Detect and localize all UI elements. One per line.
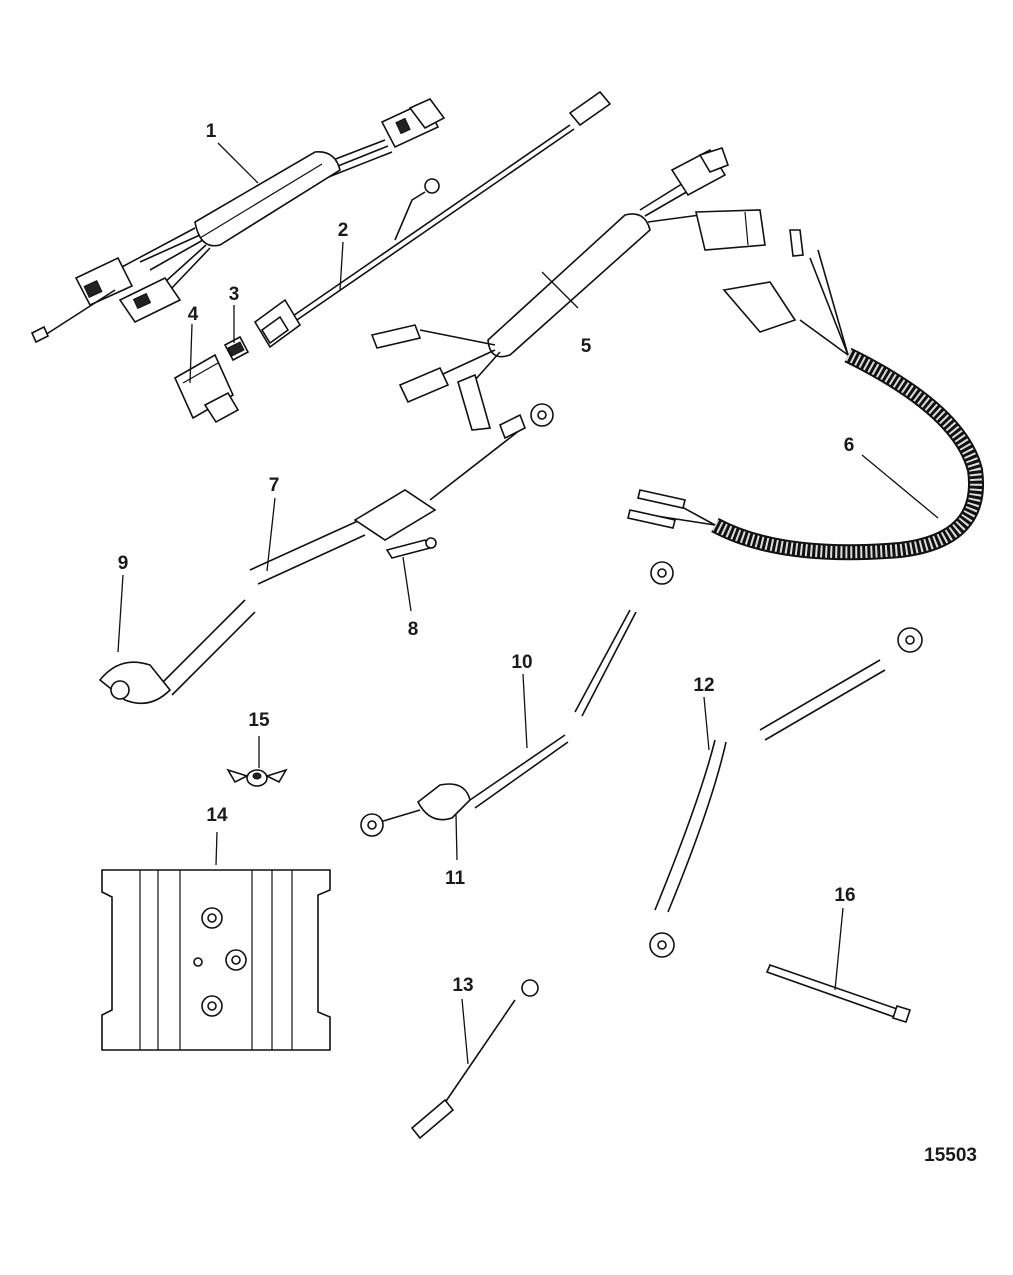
part-13-lead	[410, 979, 539, 1140]
part-1-harness	[30, 98, 446, 344]
callout-2: 2	[338, 220, 349, 241]
drawing-number: 15503	[924, 1145, 977, 1166]
callout-6: 6	[844, 435, 855, 456]
part-6-conduit-harness	[627, 229, 985, 561]
callout-15: 15	[248, 710, 270, 731]
part-14-rectifier	[101, 869, 331, 1051]
callout-12: 12	[693, 675, 714, 696]
part-16-cable-tie	[765, 964, 912, 1023]
callout-13: 13	[452, 975, 473, 996]
callout-8: 8	[408, 619, 419, 640]
callout-4: 4	[188, 304, 199, 325]
part-3-fuse	[223, 335, 250, 362]
callout-3: 3	[229, 284, 240, 305]
callout-9: 9	[118, 553, 129, 574]
callout-11: 11	[445, 868, 466, 889]
callout-1: 1	[206, 121, 217, 142]
part-15-wing-nut	[226, 768, 288, 787]
part-7-cable	[98, 403, 554, 705]
callout-labels: 1 2 3 4 5 6 7 8 9 10 11 12 13 14 15 16	[118, 121, 856, 996]
part-2-lead	[253, 90, 612, 349]
part-8-terminal	[385, 537, 437, 559]
part-10-11-lead	[360, 561, 674, 837]
part-12-cable	[649, 627, 923, 958]
callout-10: 10	[511, 652, 532, 673]
part-4-fuse-holder	[173, 353, 240, 424]
callout-16: 16	[834, 885, 855, 906]
leader-lines	[117, 142, 939, 1065]
callout-5: 5	[581, 336, 592, 357]
callout-7: 7	[269, 475, 280, 496]
callout-14: 14	[206, 805, 228, 826]
part-5-harness	[370, 147, 766, 431]
